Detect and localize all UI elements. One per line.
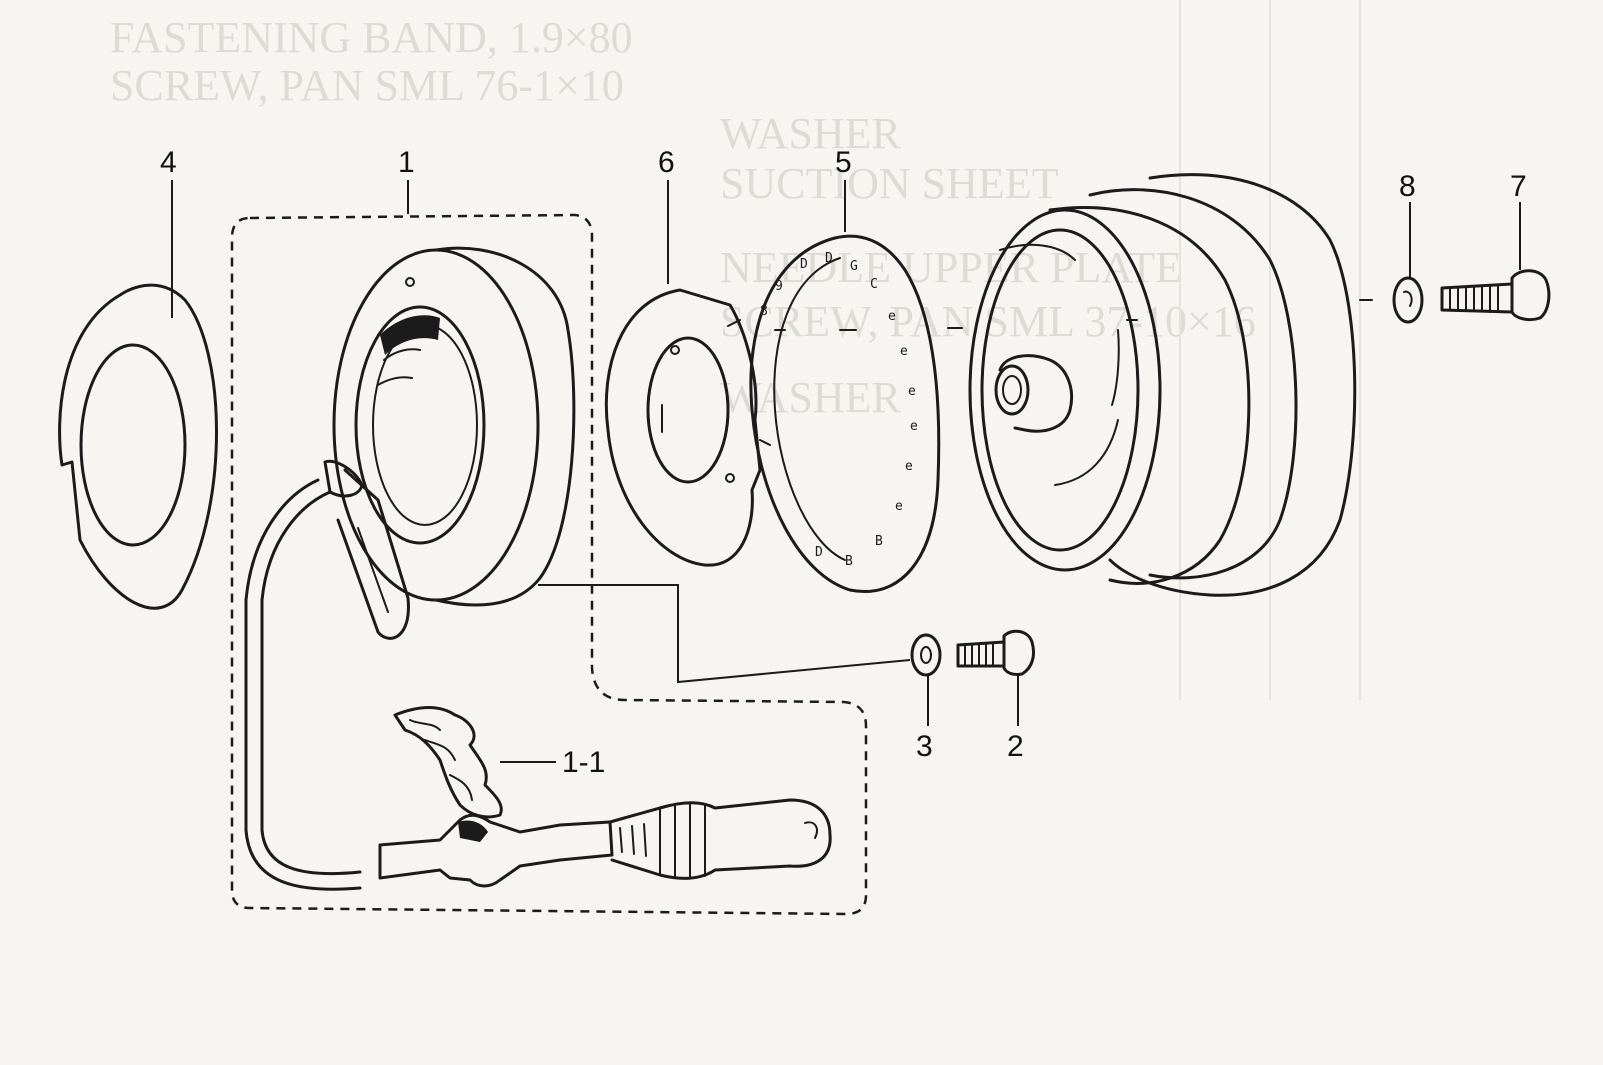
svg-text:D: D bbox=[800, 257, 808, 272]
svg-text:e: e bbox=[905, 459, 913, 474]
label-part-1: 1 bbox=[398, 146, 415, 179]
svg-text:C: C bbox=[870, 277, 878, 292]
bleed-line-6: SCREW, PAN SML 37-10×16 bbox=[720, 297, 1256, 346]
svg-text:D: D bbox=[815, 545, 823, 560]
pulley-assembly bbox=[968, 173, 1357, 597]
label-part-2: 2 bbox=[1007, 730, 1024, 763]
bleed-line-7: WASHER bbox=[720, 373, 902, 422]
bleed-through-text: FASTENING BAND, 1.9×80 SCREW, PAN SML 76… bbox=[110, 0, 1361, 700]
svg-text:e: e bbox=[908, 384, 916, 399]
svg-text:D: D bbox=[825, 251, 833, 266]
svg-text:e: e bbox=[900, 344, 908, 359]
svg-text:e: e bbox=[895, 499, 903, 514]
svg-text:G: G bbox=[850, 259, 858, 274]
label-part-4: 4 bbox=[160, 146, 177, 179]
label-part-3: 3 bbox=[916, 730, 933, 763]
svg-text:B: B bbox=[875, 534, 883, 549]
part-1-1-clip bbox=[393, 706, 503, 819]
bleed-line-2: SCREW, PAN SML 76-1×10 bbox=[110, 61, 624, 110]
bleed-line-3: WASHER bbox=[720, 109, 902, 158]
part-8-washer bbox=[1392, 202, 1424, 324]
bleed-line-5: NEEDLE UPPER PLATE bbox=[720, 243, 1182, 292]
part-7-screw bbox=[1440, 202, 1551, 322]
part-3-washer bbox=[910, 633, 942, 726]
leader-coil-screw bbox=[538, 584, 911, 684]
label-part-1-1: 1-1 bbox=[562, 746, 605, 779]
svg-text:9: 9 bbox=[775, 279, 783, 294]
label-part-6: 6 bbox=[658, 146, 675, 179]
bleed-line-4: SUCTION SHEET bbox=[720, 159, 1059, 208]
label-part-5: 5 bbox=[835, 146, 852, 179]
label-part-7: 7 bbox=[1510, 170, 1527, 203]
bleed-line-1: FASTENING BAND, 1.9×80 bbox=[110, 13, 633, 62]
part-4-gasket bbox=[58, 180, 218, 610]
part-1-field-coil bbox=[244, 246, 832, 891]
part-6-plate bbox=[604, 180, 771, 567]
svg-text:e: e bbox=[888, 309, 896, 324]
svg-text:8: 8 bbox=[760, 304, 768, 319]
svg-text:e: e bbox=[910, 419, 918, 434]
axis-marks bbox=[774, 299, 1373, 331]
part-2-screw bbox=[956, 629, 1036, 726]
label-part-8: 8 bbox=[1399, 170, 1416, 203]
part-1-group-outline bbox=[230, 213, 868, 916]
svg-text:B: B bbox=[845, 554, 853, 569]
